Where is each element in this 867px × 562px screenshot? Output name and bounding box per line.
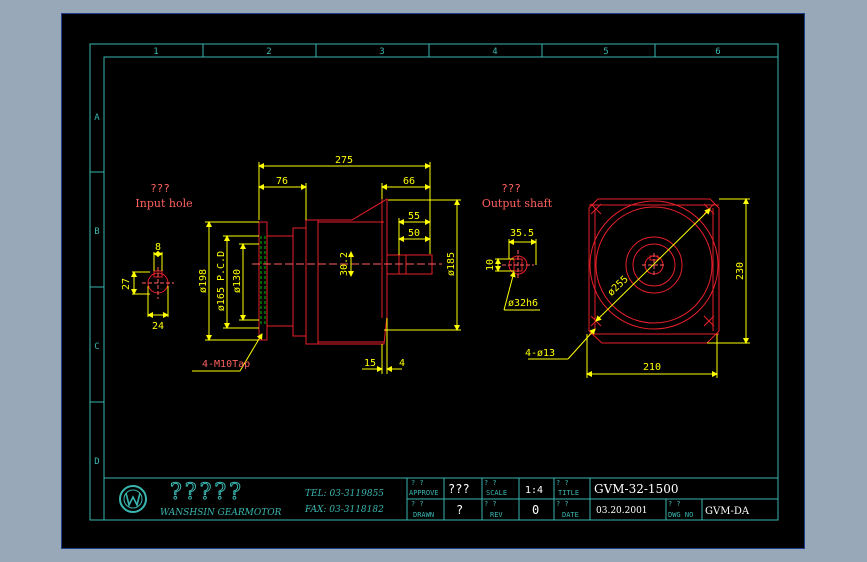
title-block-grid <box>103 477 779 521</box>
company-marks: ????? <box>170 480 244 505</box>
front-view-dimensions <box>528 198 750 378</box>
rev-label: REV <box>490 511 503 519</box>
date-value: 03.20.2001 <box>596 506 648 516</box>
rev-value: 0 <box>532 503 539 517</box>
approve-value: ??? <box>448 482 470 496</box>
cad-drawing: 1 2 3 4 5 6 A B C D ??? Input hole 8 27 … <box>89 43 779 521</box>
column-label: 2 <box>266 47 271 57</box>
column-label: 4 <box>492 47 497 57</box>
input-hole-view: ??? Input hole 8 27 24 <box>121 182 193 332</box>
title-block-values: ??? 1:4 GVM-32-1500 ? 0 03.20.2001 GVM-D… <box>448 482 750 517</box>
output-shaft-view: ??? Output shaft 35.5 10 ø32h6 <box>482 182 553 311</box>
side-view-dimensions <box>192 162 461 374</box>
cell-marks: ? ? <box>411 500 424 508</box>
side-view: 275 76 66 55 50 30.2 ø198 ø165 P.C.D ø13… <box>192 155 461 374</box>
dim-bottom: 24 <box>152 321 164 332</box>
column-labels: 1 2 3 4 5 6 <box>153 47 720 57</box>
output-shaft-marks: ??? <box>501 182 521 195</box>
dwg-value: GVM-DA <box>705 506 750 517</box>
dim-198: ø198 <box>198 269 209 293</box>
title-block: ????? WANSHSIN GEARMOTOR TEL: 03-3119855… <box>103 477 779 521</box>
border-frame <box>89 43 779 521</box>
company-logo <box>119 485 147 513</box>
dim-height: 27 <box>121 278 132 290</box>
company-tel: TEL: 03-3119855 <box>305 489 384 499</box>
approve-label: APPROVE <box>409 489 439 497</box>
dim-165: ø165 P.C.D <box>216 251 227 311</box>
company-name: WANSHSIN GEARMOTOR <box>160 508 282 518</box>
scale-label: SCALE <box>486 489 507 497</box>
row-label: B <box>94 227 99 237</box>
column-label: 1 <box>153 47 158 57</box>
cell-marks: ? ? <box>556 479 569 487</box>
dim-right: 66 <box>403 176 415 187</box>
input-hole-dimensions <box>131 251 169 318</box>
column-label: 6 <box>715 47 720 57</box>
dim-height: 230 <box>735 262 746 280</box>
dim-key: 35.5 <box>510 228 534 239</box>
dim-width: 210 <box>643 362 661 373</box>
cell-marks: ? ? <box>484 500 497 508</box>
cell-marks: ? ? <box>668 500 681 508</box>
drawing-canvas: 1 2 3 4 5 6 A B C D ??? Input hole 8 27 … <box>61 13 805 549</box>
dim-4: 4 <box>399 358 405 369</box>
title-label: TITLE <box>558 489 579 497</box>
dim-left: 76 <box>276 176 288 187</box>
title-value: GVM-32-1500 <box>594 482 678 496</box>
dim-185: ø185 <box>446 252 457 276</box>
dim-10: 10 <box>485 259 496 271</box>
output-shaft-heading: Output shaft <box>482 197 553 210</box>
date-label: DATE <box>562 511 579 519</box>
cell-marks: ? ? <box>411 479 424 487</box>
dim-130: ø130 <box>232 269 243 293</box>
drawn-value: ? <box>456 503 463 517</box>
cell-marks: ? ? <box>484 479 497 487</box>
hidden-lines <box>260 236 266 326</box>
row-label: C <box>94 342 99 352</box>
dim-width: 8 <box>155 242 161 253</box>
output-shaft-dimensions <box>495 239 540 311</box>
dim-55: 55 <box>408 211 420 222</box>
scale-value: 1:4 <box>525 485 543 496</box>
dim-overall: 275 <box>335 155 353 166</box>
dim-pcd: ø255 <box>606 274 631 299</box>
column-label: 5 <box>603 47 608 57</box>
input-hole-heading: Input hole <box>135 197 192 210</box>
dwg-label: DWG NO <box>668 511 693 519</box>
dim-15: 15 <box>364 358 376 369</box>
front-view: ø255 230 210 4-ø13 <box>525 198 750 378</box>
title-block-labels: ? ? APPROVE ? ? SCALE ? ? TITLE ? ? DRAW… <box>409 479 693 519</box>
row-label: D <box>94 457 99 467</box>
side-view-outline <box>258 198 433 345</box>
company-fax: FAX: 03-3118182 <box>304 505 384 515</box>
dim-50: 50 <box>408 228 420 239</box>
tap-label: 4-M10Tap <box>202 359 250 370</box>
drawn-label: DRAWN <box>413 511 434 519</box>
column-label: 3 <box>379 47 384 57</box>
row-label: A <box>94 113 100 123</box>
dim-holes: 4-ø13 <box>525 348 555 359</box>
dim-shaft-dia: ø32h6 <box>508 298 538 309</box>
dim-offset: 30.2 <box>339 252 350 276</box>
cell-marks: ? ? <box>556 500 569 508</box>
input-hole-marks: ??? <box>150 182 170 195</box>
row-labels: A B C D <box>94 113 100 467</box>
